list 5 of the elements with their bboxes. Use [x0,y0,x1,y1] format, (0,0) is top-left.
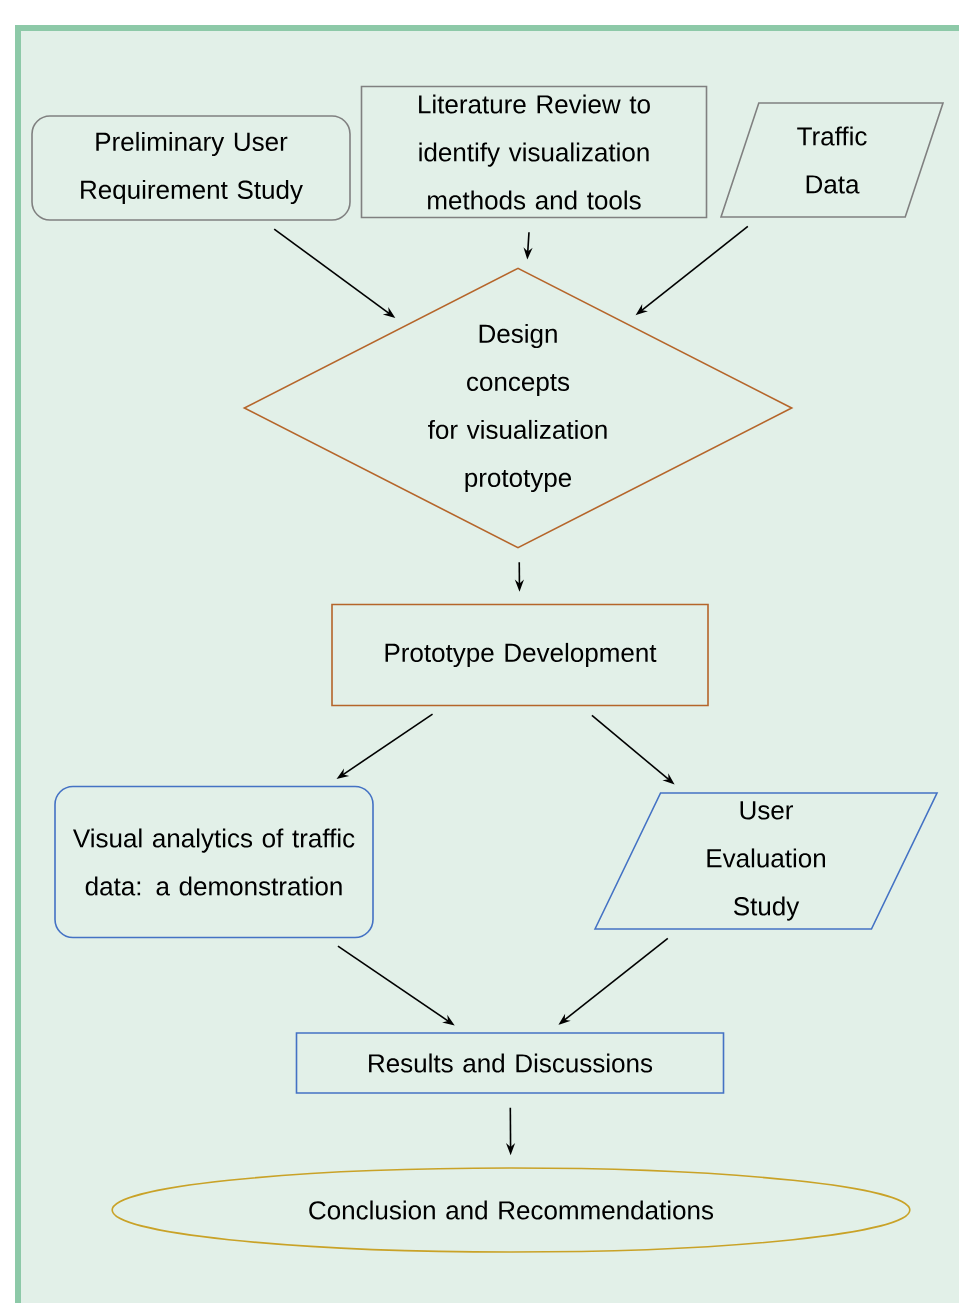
process-box: Visual analytics of traffic data: a demonstration [54,785,374,939]
process-box: Results and Discussions [295,1032,725,1094]
process-box: Prototype Development [331,603,709,707]
process-box: Literature Review to identify visualization methods and tools [360,85,708,219]
process-box: Preliminary User Requirement Study [31,115,351,221]
